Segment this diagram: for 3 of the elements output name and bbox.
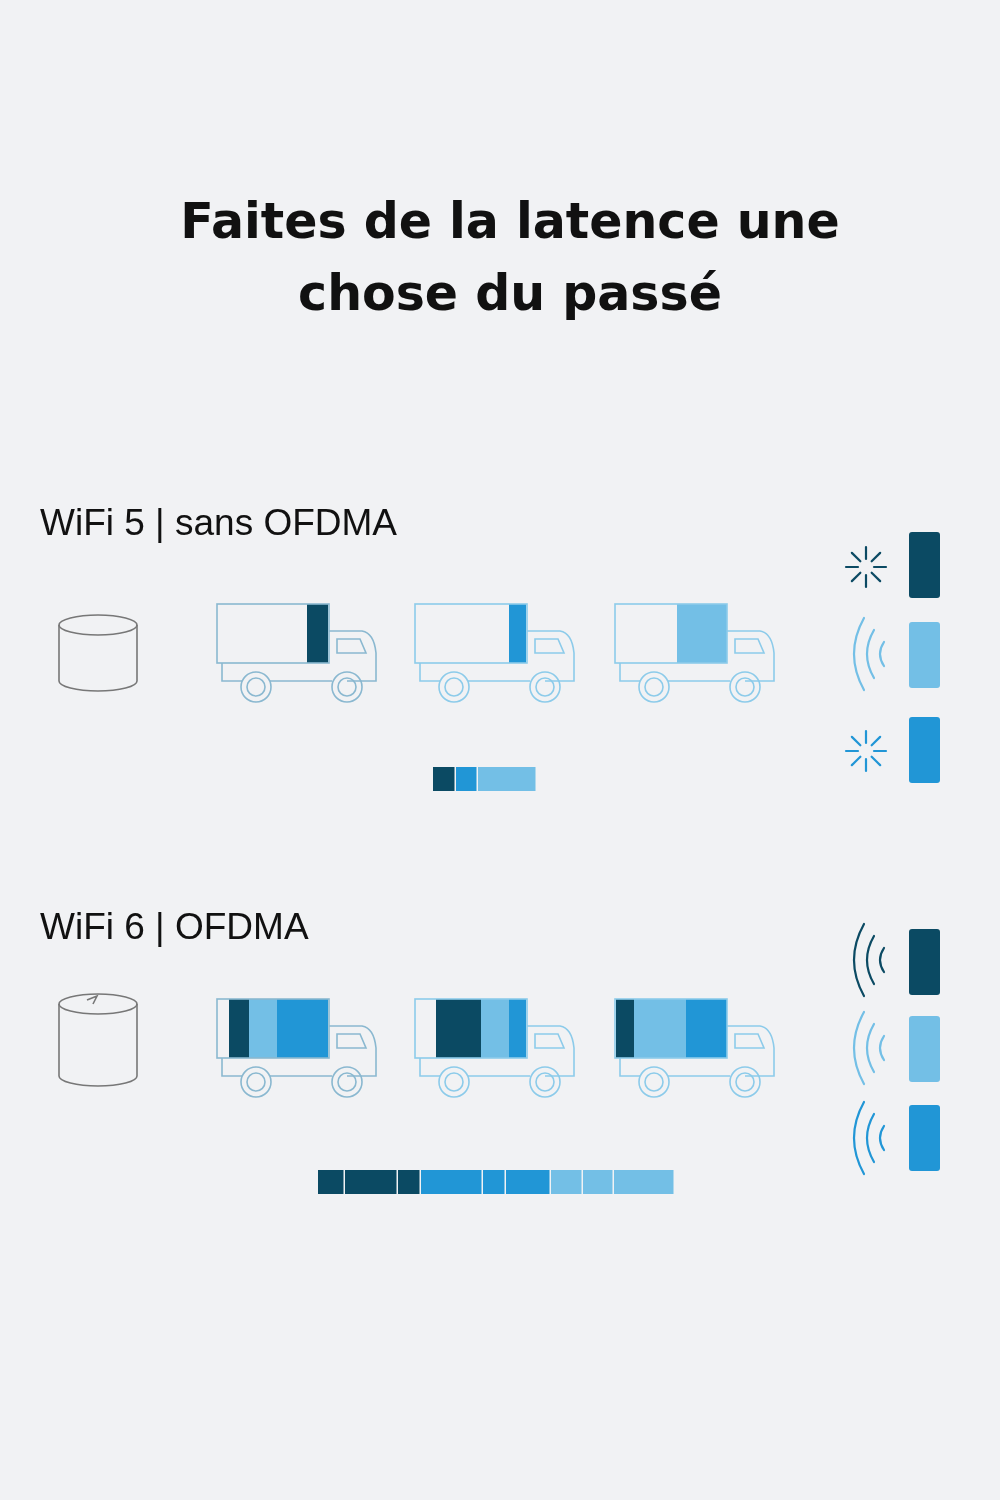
row-heading: WiFi 5 | sans OFDMA: [40, 502, 398, 544]
row-heading: WiFi 6 | OFDMA: [40, 906, 309, 948]
title: Faites de la latence une chose du passé: [179, 192, 841, 324]
